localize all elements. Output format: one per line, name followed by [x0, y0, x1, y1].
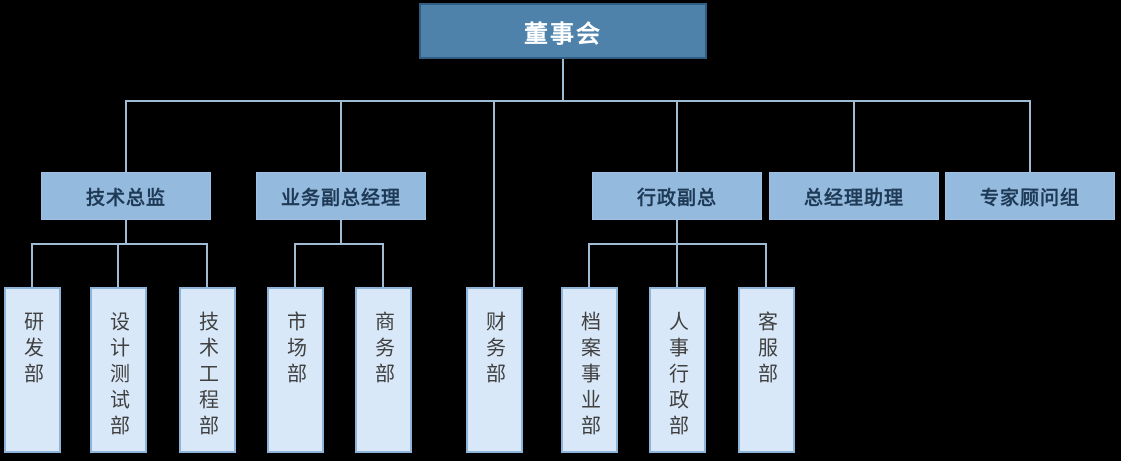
connector-stub-admin-deputy — [676, 100, 678, 172]
node-gm-assistant-label: 总经理助理 — [803, 186, 904, 209]
node-admin-deputy: 行政副总 — [592, 172, 762, 220]
node-board-label: 董事会 — [524, 19, 602, 48]
connector-stub-design-testing-dept — [117, 243, 119, 287]
node-archives-dept-label: 档案事业部 — [577, 311, 602, 441]
node-marketing-dept: 市场部 — [267, 287, 324, 453]
connector-stub-hr-admin-dept — [676, 243, 678, 287]
node-rd-dept: 研发部 — [4, 287, 61, 453]
node-admin-deputy-label: 行政副总 — [636, 186, 717, 209]
connector-root-stem — [562, 59, 564, 102]
connector-stub-business-deputy — [340, 100, 342, 172]
node-board: 董事会 — [419, 3, 707, 59]
node-expert-advisors: 专家顾问组 — [945, 172, 1115, 220]
node-rd-dept-label: 研发部 — [20, 311, 45, 389]
node-business-deputy-gm: 业务副总经理 — [256, 172, 426, 220]
connector-stub-expert-advisors — [1029, 100, 1031, 172]
node-customer-service-dept-label: 客服部 — [754, 311, 779, 389]
connector-subbus-business — [294, 243, 384, 245]
connector-stem-admin-deputy — [676, 220, 678, 245]
node-marketing-dept-label: 市场部 — [283, 311, 308, 389]
connector-stub-finance-dept — [493, 100, 495, 287]
connector-subbus-tech — [31, 243, 208, 245]
node-customer-service-dept: 客服部 — [738, 287, 795, 453]
node-hr-admin-dept-label: 人事行政部 — [665, 311, 690, 441]
node-design-testing-dept-label: 设计测试部 — [106, 311, 131, 441]
connector-stub-archives-dept — [588, 243, 590, 287]
node-hr-admin-dept: 人事行政部 — [649, 287, 706, 453]
connector-stub-customer-service-dept — [765, 243, 767, 287]
node-tech-engineering-dept-label: 技术工程部 — [195, 311, 220, 441]
node-expert-advisors-label: 专家顾问组 — [979, 186, 1080, 209]
connector-stub-tech-director — [125, 100, 127, 172]
connector-stem-business-deputy — [340, 220, 342, 245]
node-archives-dept: 档案事业部 — [561, 287, 618, 453]
connector-stub-gm-assistant — [853, 100, 855, 172]
connector-stub-marketing-dept — [294, 243, 296, 287]
node-finance-dept: 财务部 — [466, 287, 523, 453]
node-commerce-dept-label: 商务部 — [371, 311, 396, 389]
connector-stub-commerce-dept — [382, 243, 384, 287]
node-commerce-dept: 商务部 — [355, 287, 412, 453]
connector-stub-tech-engineering-dept — [206, 243, 208, 287]
node-tech-director-label: 技术总监 — [85, 186, 166, 209]
node-tech-director: 技术总监 — [41, 172, 211, 220]
connector-main-bus — [125, 100, 1031, 102]
node-gm-assistant: 总经理助理 — [769, 172, 939, 220]
connector-stem-tech-director — [125, 220, 127, 245]
node-business-deputy-gm-label: 业务副总经理 — [280, 186, 401, 209]
node-tech-engineering-dept: 技术工程部 — [179, 287, 236, 453]
node-design-testing-dept: 设计测试部 — [90, 287, 147, 453]
connector-stub-rd-dept — [31, 243, 33, 287]
node-finance-dept-label: 财务部 — [482, 311, 507, 389]
